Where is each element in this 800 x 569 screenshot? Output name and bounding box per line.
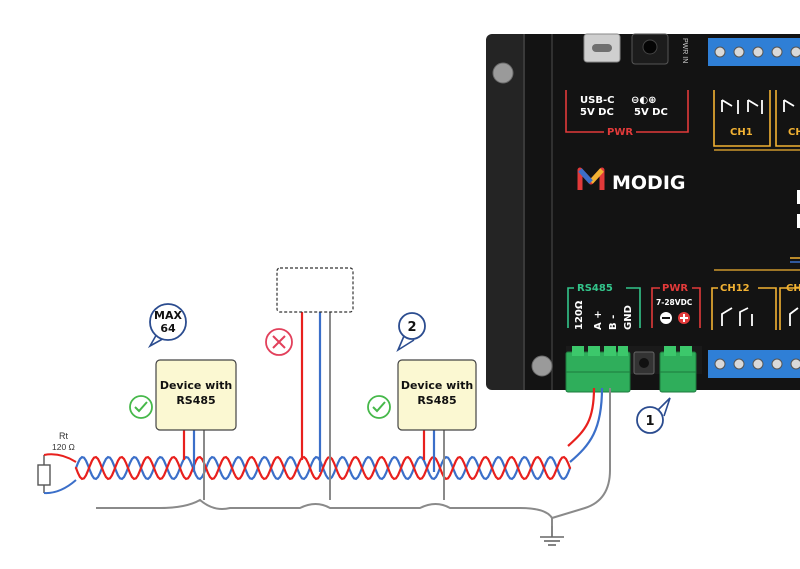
check-circle-icon: [129, 395, 153, 419]
badge-2: 2: [396, 312, 426, 353]
cross-circle-icon: [265, 328, 293, 356]
rs485-tag-bg: [574, 280, 626, 294]
controller-board: PWR IN USB-C 5V DC ⊖◐⊕ 5V DC PWR CH1 CH …: [486, 33, 800, 390]
check-circle-icon: [367, 395, 391, 419]
board-body: [524, 34, 800, 390]
device-1: Device with RS485: [155, 359, 237, 431]
max-line1: MAX: [154, 309, 182, 322]
right-mark-1: [797, 190, 800, 204]
pwr2-label: PWR: [662, 283, 688, 294]
ch1-bracket: [713, 90, 771, 147]
badge-1: 1: [636, 397, 671, 434]
dc-label-2: 5V DC: [634, 107, 668, 118]
shield-drop-board: [551, 388, 611, 519]
ch2-bracket-partial: [775, 90, 800, 147]
ch1-label: CH1: [730, 127, 753, 138]
ch12-tag-bg: [718, 280, 758, 294]
ohm-label: 120Ω: [574, 300, 585, 330]
ch12-label: CH12: [720, 283, 750, 294]
device-2: Device with RS485: [397, 359, 477, 431]
bus-wire-a: [74, 455, 572, 481]
power-terminal-block: [659, 346, 697, 393]
usb-c-slot: [592, 44, 612, 52]
pwr-tag-bg: [604, 124, 636, 138]
max-devices-bubble: MAX 64: [147, 303, 187, 349]
modig-logo-icon: [577, 167, 605, 190]
board-wire-b: [569, 387, 604, 463]
rt-label: Rt: [59, 431, 68, 441]
resistor-icon: [37, 453, 77, 495]
rt-value: 120 Ω: [52, 442, 75, 452]
ch1-relay-symbol-left: [721, 99, 739, 114]
right-mark-2: [797, 214, 800, 228]
twisted-pair-bus: [74, 455, 572, 481]
usb-label-1: USB-C: [580, 95, 614, 106]
dc-symbol: ⊖◐⊕: [631, 95, 656, 106]
device-2-line2: RS485: [417, 394, 456, 407]
shield-wire: [96, 498, 553, 526]
side-print: PWR IN: [681, 38, 688, 63]
ch2-relay-symbol: [783, 99, 795, 112]
ground-icon: [540, 526, 564, 546]
device-2-line1: Device with: [401, 379, 473, 392]
badge-1-text: 1: [645, 414, 654, 429]
max-line2: 64: [160, 322, 176, 335]
mount-hole-bottom: [531, 355, 553, 377]
relay-terminal-bottom-screws: [714, 358, 800, 370]
b-minus-label: B -: [608, 315, 619, 330]
ch2-label-partial: CH: [788, 127, 800, 138]
pwr-label: PWR: [607, 127, 633, 138]
ch13-label-partial: CH: [786, 283, 800, 294]
rs485-terminal-block: [565, 346, 631, 393]
ch13-bracket-partial: [779, 287, 800, 330]
voltage-label: 7-28VDC: [656, 298, 693, 307]
a-plus-label: A +: [593, 310, 604, 330]
relay-terminal-top-screws: [714, 46, 800, 58]
board-wire-a: [567, 387, 596, 447]
gnd-label: GND: [623, 305, 634, 330]
dc-jack-hole: [642, 39, 658, 55]
rs485-label: RS485: [577, 283, 613, 294]
ch12-relay-symbol: [721, 307, 753, 326]
badge-2-text: 2: [407, 320, 416, 335]
usb-label-2: 5V DC: [580, 107, 614, 118]
brand-name: MODIG: [612, 172, 686, 194]
pwr2-tag-bg: [660, 280, 692, 294]
device-1-line2: RS485: [176, 394, 215, 407]
stub-device-box: [276, 267, 354, 313]
mount-hole-top: [492, 62, 514, 84]
device-1-line1: Device with: [160, 379, 232, 392]
ch1-relay-symbol-right: [747, 99, 763, 114]
